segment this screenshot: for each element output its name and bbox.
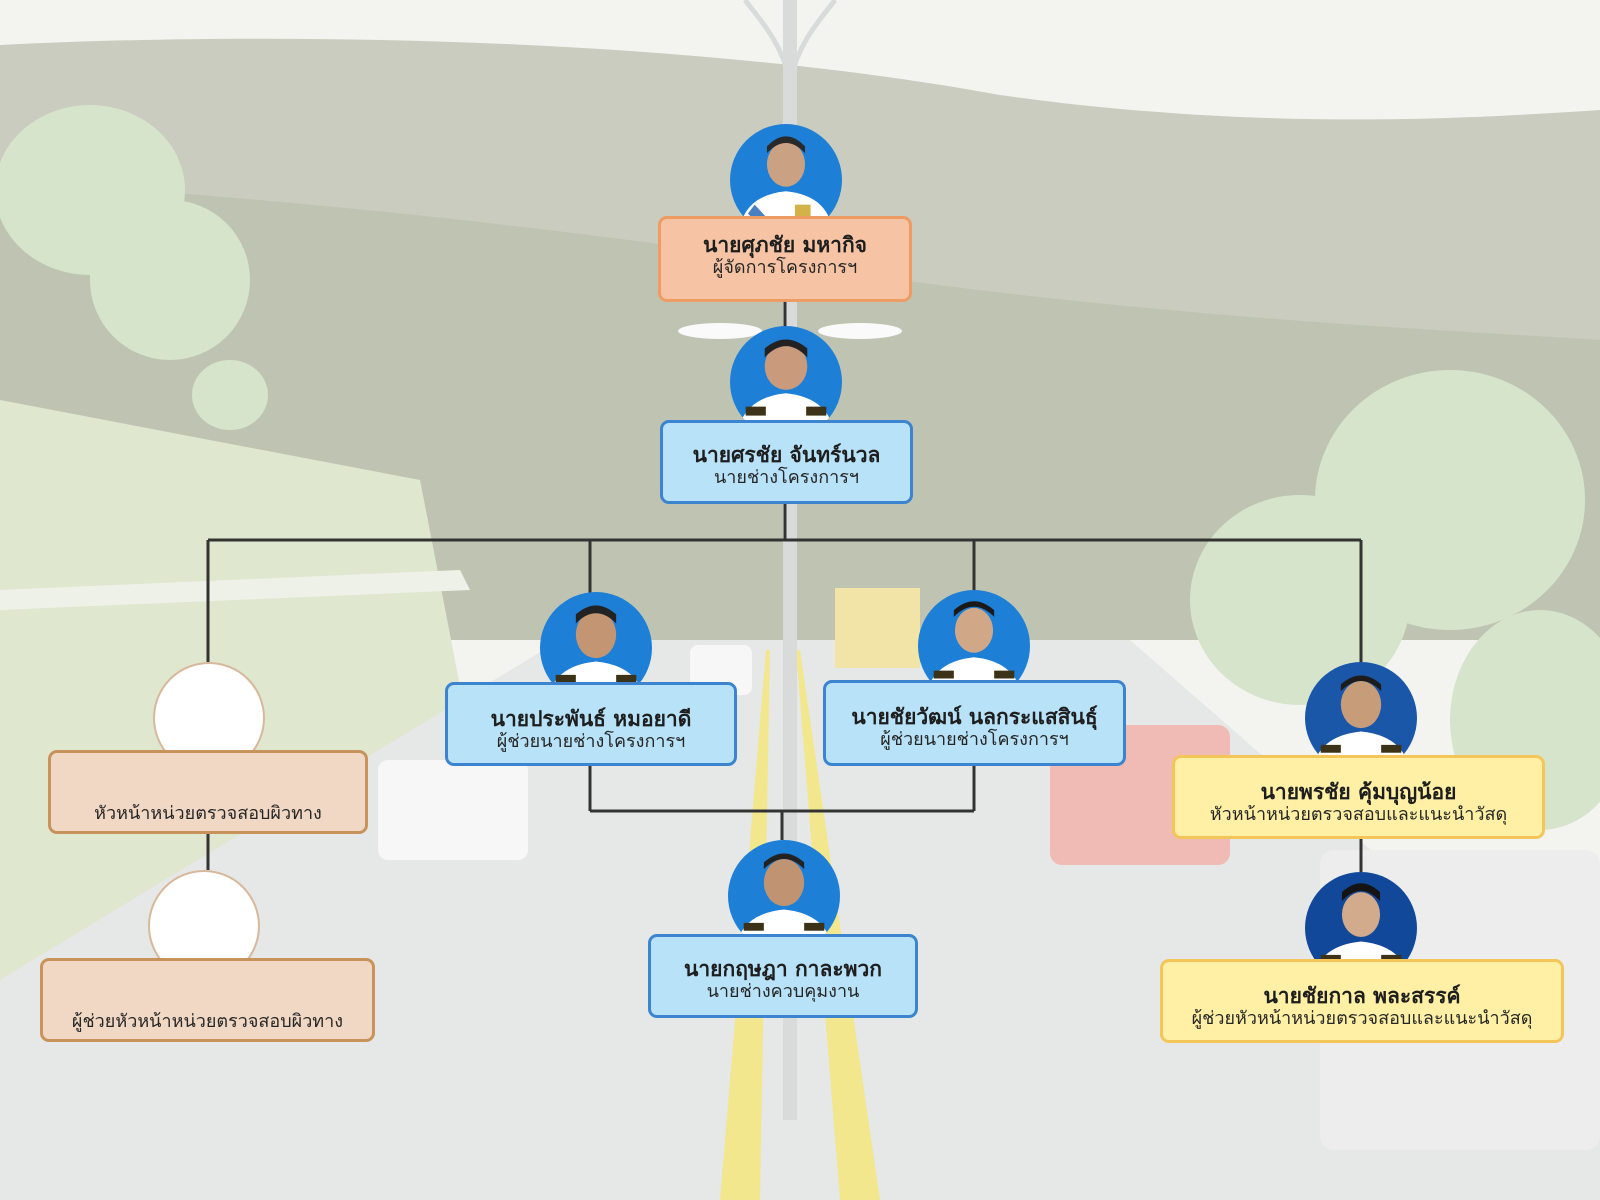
org-node-surface-inspection-head: หัวหน้าหน่วยตรวจสอบผิวทาง	[48, 750, 368, 834]
person-name: นายกฤษฎา กาละพวก	[684, 957, 882, 981]
org-node-manager: นายศุภชัย มหากิจ ผู้จัดการโครงการฯ	[658, 216, 912, 302]
person-name: นายชัยวัฒน์ นลกระแสสินธุ์	[851, 705, 1098, 729]
position-title: ผู้ช่วยหัวหน้าหน่วยตรวจสอบผิวทาง	[71, 1011, 344, 1032]
person-name: นายประพันธ์ หมอยาดี	[490, 707, 692, 731]
org-node-project-engineer: นายศรชัย จันทร์นวล นายช่างโครงการฯ	[660, 420, 913, 504]
position-title: หัวหน้าหน่วยตรวจสอบผิวทาง	[94, 803, 322, 824]
org-node-surface-inspection-assistant: ผู้ช่วยหัวหน้าหน่วยตรวจสอบผิวทาง	[40, 958, 375, 1042]
person-name: นายชัยกาล พละสรรค์	[1263, 984, 1461, 1008]
position-title: ผู้ช่วยหัวหน้าหน่วยตรวจสอบและแนะนำวัสดุ	[1191, 1008, 1533, 1029]
person-name: นายพรชัย คุ้มบุญน้อย	[1260, 780, 1457, 804]
position-title: ผู้ช่วยนายช่างโครงการฯ	[880, 729, 1069, 750]
org-node-assistant-engineer-1: นายประพันธ์ หมอยาดี ผู้ช่วยนายช่างโครงกา…	[445, 682, 737, 766]
org-node-assistant-engineer-2: นายชัยวัฒน์ นลกระแสสินธุ์ ผู้ช่วยนายช่าง…	[823, 680, 1126, 766]
org-node-material-inspection-assistant: นายชัยกาล พละสรรค์ ผู้ช่วยหัวหน้าหน่วยตร…	[1160, 959, 1564, 1043]
position-title: ผู้จัดการโครงการฯ	[712, 257, 858, 278]
org-node-material-inspection-head: นายพรชัย คุ้มบุญน้อย หัวหน้าหน่วยตรวจสอบ…	[1172, 755, 1545, 839]
org-node-control-engineer: นายกฤษฎา กาละพวก นายช่างควบคุมงาน	[648, 934, 918, 1018]
position-title: นายช่างโครงการฯ	[713, 467, 860, 488]
person-name: นายศุภชัย มหากิจ	[703, 233, 867, 257]
position-title: ผู้ช่วยนายช่างโครงการฯ	[496, 731, 686, 752]
person-name: นายศรชัย จันทร์นวล	[692, 443, 881, 467]
position-title: หัวหน้าหน่วยตรวจสอบและแนะนำวัสดุ	[1209, 804, 1508, 825]
position-title: นายช่างควบคุมงาน	[706, 981, 860, 1002]
